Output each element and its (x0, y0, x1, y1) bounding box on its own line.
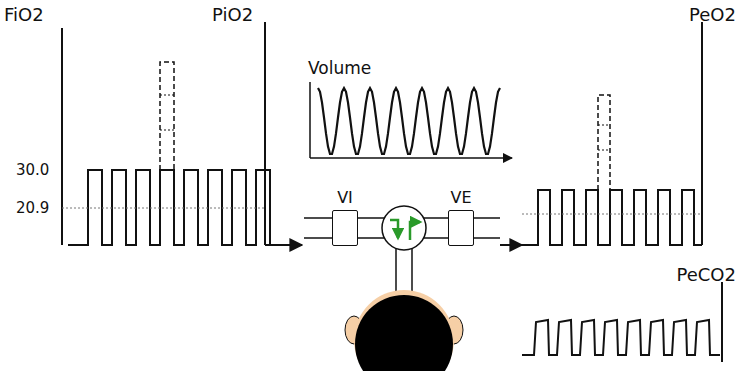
axis-label: 20.9 (16, 201, 49, 216)
axis-label: PeCO2 (677, 266, 736, 284)
sensor-label: VE (450, 190, 471, 206)
axis-label: FiO2 (4, 6, 44, 24)
flow-sensor-box: VI (332, 210, 358, 246)
axis-label: PiO2 (212, 6, 253, 24)
axis-label: PeO2 (689, 6, 736, 24)
axis-label: 30.0 (16, 163, 49, 178)
sensor-label: VI (337, 190, 353, 206)
axis-label: Volume (308, 60, 371, 77)
flow-sensor-box: VE (448, 210, 474, 246)
